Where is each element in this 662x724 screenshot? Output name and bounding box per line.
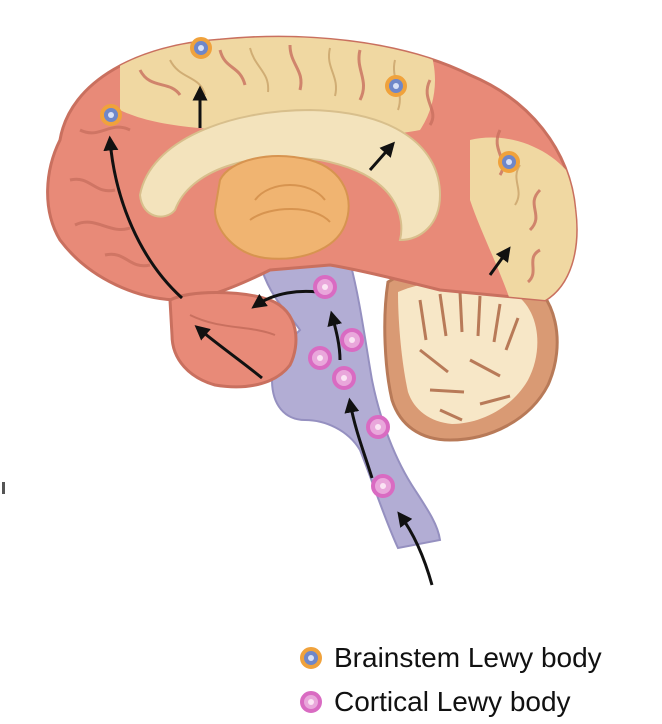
edge-mark	[2, 482, 5, 494]
cortical-lewy-body-marker	[342, 330, 362, 350]
brainstem-lewy-body-marker	[102, 106, 120, 124]
legend-label-brainstem: Brainstem Lewy body	[334, 642, 602, 674]
brainstem-lewy-body-marker	[500, 153, 518, 171]
brainstem-lewy-body-marker	[387, 77, 405, 95]
cortical-lewy-body-marker	[334, 368, 354, 388]
legend: Brainstem Lewy body Cortical Lewy body	[298, 636, 602, 724]
cortical-lewy-body-marker	[315, 277, 335, 297]
legend-item-brainstem: Brainstem Lewy body	[298, 636, 602, 680]
cortical-lewy-body-marker	[373, 476, 393, 496]
brainstem-lewy-body-swatch-icon	[298, 645, 324, 671]
brainstem-lewy-body-marker	[192, 39, 210, 57]
cortical-lewy-body-marker	[368, 417, 388, 437]
cortical-lewy-body-swatch-icon	[298, 689, 324, 715]
legend-label-cortical: Cortical Lewy body	[334, 686, 571, 718]
legend-item-cortical: Cortical Lewy body	[298, 680, 602, 724]
cortical-lewy-body-marker	[310, 348, 330, 368]
